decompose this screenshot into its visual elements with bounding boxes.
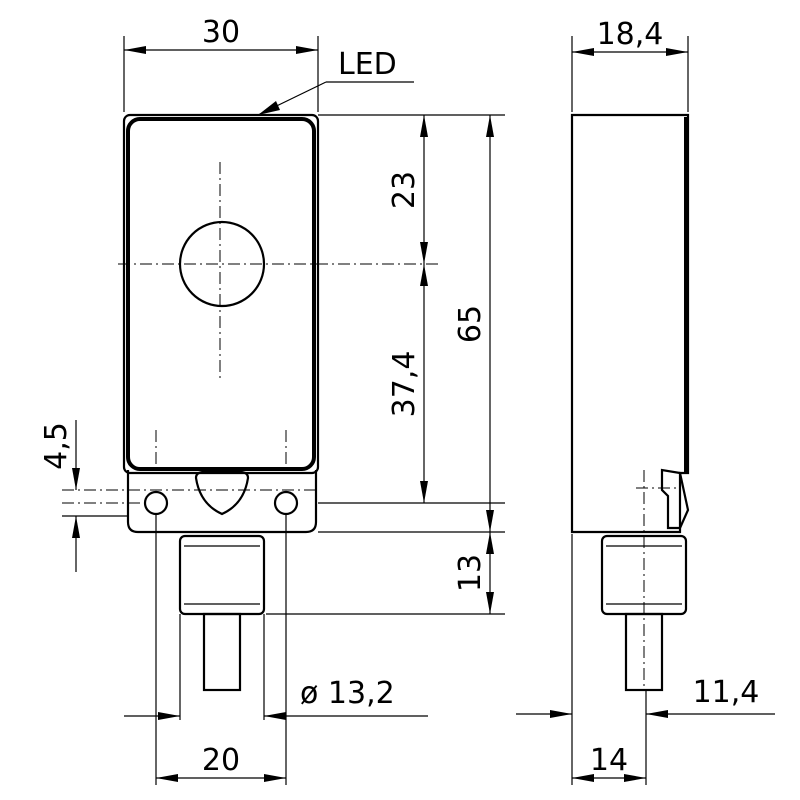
dim-14: 14: [590, 743, 628, 778]
mounting-hole-right: [273, 490, 299, 516]
housing-outline: [122, 113, 320, 475]
dim-diameter-13-2: ø 13,2: [300, 676, 395, 711]
mounting-hole-left: [143, 490, 169, 516]
dim-20: 20: [202, 743, 240, 778]
mounting-flange: [126, 470, 318, 534]
dim-18-4: 18,4: [597, 17, 664, 52]
led-label: LED: [338, 47, 397, 82]
side-view: [570, 113, 690, 692]
dim-65: 65: [453, 305, 488, 343]
front-view: [62, 113, 440, 692]
dim-23: 23: [387, 171, 422, 209]
side-dimensions: 18,4 11,4 14: [516, 17, 775, 785]
dim-width-30: 30: [202, 15, 240, 50]
front-dimensions: 30 LED 23 37,4 65 13: [39, 15, 505, 785]
cable: [202, 612, 242, 692]
dim-37-4: 37,4: [387, 351, 422, 418]
dim-13: 13: [453, 554, 488, 592]
connector-body: [178, 534, 266, 616]
sensing-face: [126, 117, 316, 471]
flange-notch: [194, 470, 250, 516]
side-housing: [570, 113, 690, 534]
dim-4-5: 4,5: [39, 422, 74, 470]
side-clip: [660, 468, 690, 530]
dim-11-4: 11,4: [693, 675, 760, 710]
